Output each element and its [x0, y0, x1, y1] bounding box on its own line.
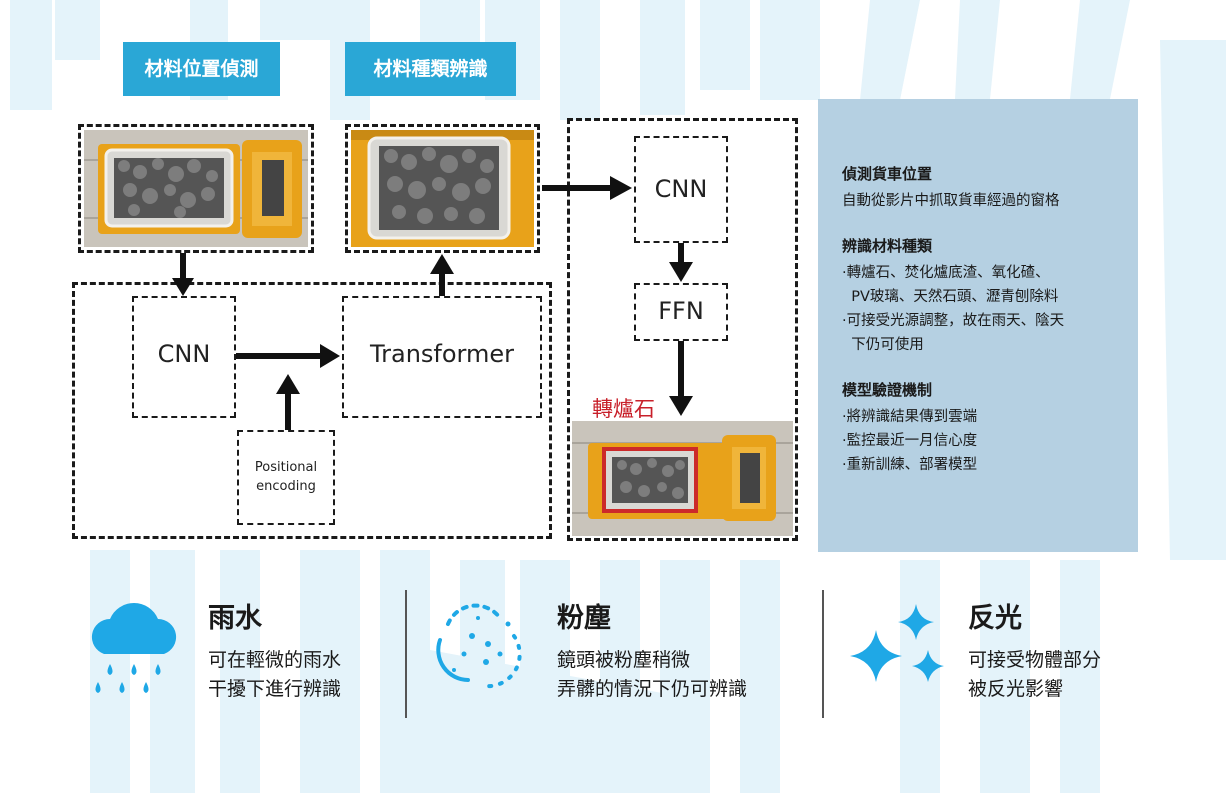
cnn-left-label: CNN	[157, 340, 211, 368]
rain-cloud-icon	[91, 603, 177, 693]
truck-photo-detect	[84, 130, 308, 247]
feature-reflection: 反光 可接受物體部分 被反光影響	[968, 603, 1102, 700]
divider	[405, 590, 407, 718]
truck-photo-type	[351, 130, 534, 247]
sparkle-icon	[850, 604, 944, 682]
frame-detect-photo	[78, 124, 314, 253]
section-line: 自動從影片中抓取貨車經過的窗格	[842, 193, 1060, 209]
cnn-right-box	[634, 136, 728, 243]
section-line: ·監控最近一月信心度	[842, 433, 978, 449]
transformer-label: Transformer	[369, 340, 514, 368]
transformer-box	[342, 296, 542, 418]
section-line: ·轉爐石、焚化爐底渣、氧化碴、	[842, 265, 1050, 281]
tag-position-detection: 材料位置偵測	[123, 42, 280, 96]
panel-section-validate: 模型驗證機制 ·將辨識結果傳到雲端 ·監控最近一月信心度 ·重新訓練、部署模型	[842, 379, 1116, 477]
divider	[822, 590, 824, 718]
info-panel: 偵測貨車位置 自動從影片中抓取貨車經過的窗格 辨識材料種類 ·轉爐石、焚化爐底渣…	[818, 99, 1138, 552]
section-line: ·重新訓練、部署模型	[842, 457, 978, 473]
cnn-left-box	[132, 296, 236, 418]
truck-photo-result	[572, 421, 793, 536]
section-title: 偵測貨車位置	[842, 165, 933, 183]
feature-rain: 雨水 可在輕微的雨水 干擾下進行辨識	[208, 603, 342, 700]
tag-type-recognition: 材料種類辨識	[345, 42, 516, 96]
dust-icon	[436, 603, 522, 689]
section-line: ·將辨識結果傳到雲端	[842, 409, 978, 425]
classification-block	[567, 118, 798, 541]
panel-section-recognize: 辨識材料種類 ·轉爐石、焚化爐底渣、氧化碴、 PV玻璃、天然石頭、瀝青刨除料 ·…	[842, 235, 1116, 357]
panel-section-detect: 偵測貨車位置 自動從影片中抓取貨車經過的窗格	[842, 163, 1116, 213]
section-title: 辨識材料種類	[842, 237, 933, 255]
ffn-box	[634, 283, 728, 341]
section-line: PV玻璃、天然石頭、瀝青刨除料	[842, 289, 1059, 305]
section-line: 下仍可使用	[842, 337, 924, 353]
frame-type-photo	[345, 124, 540, 253]
cnn-right-label: CNN	[654, 175, 708, 203]
section-line: ·可接受光源調整，故在雨天、陰天	[842, 313, 1065, 329]
result-label: 轉爐石	[592, 397, 655, 421]
positional-encoding-box	[237, 430, 335, 525]
cnn-transformer-block	[72, 282, 552, 539]
ffn-label: FFN	[658, 297, 704, 325]
feature-dust: 粉塵 鏡頭被粉塵稍微 弄髒的情況下仍可辨識	[557, 603, 748, 700]
positional-encoding-label: Positional encoding	[254, 460, 318, 494]
section-title: 模型驗證機制	[842, 381, 933, 399]
